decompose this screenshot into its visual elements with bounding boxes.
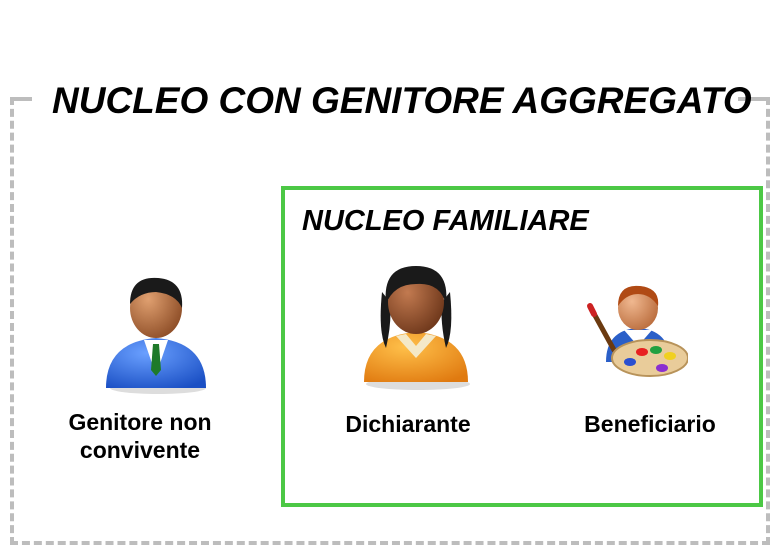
family-nucleus-box [281, 186, 763, 507]
outer-group-title: NUCLEO CON GENITORE AGGREGATO [52, 78, 752, 124]
family-nucleus-title: NUCLEO FAMILIARE [302, 205, 589, 237]
woman-icon [364, 266, 470, 390]
parent-label: Genitore non convivente [68, 409, 212, 463]
beneficiary-label: Beneficiario [584, 411, 716, 437]
child-painter-icon [587, 285, 688, 377]
frame-top-right-segment [738, 97, 770, 101]
frame-top-left-segment [10, 97, 32, 101]
businessman-icon [106, 277, 206, 394]
outer-dashed-frame [10, 97, 770, 545]
declarant-label: Dichiarante [345, 411, 471, 437]
